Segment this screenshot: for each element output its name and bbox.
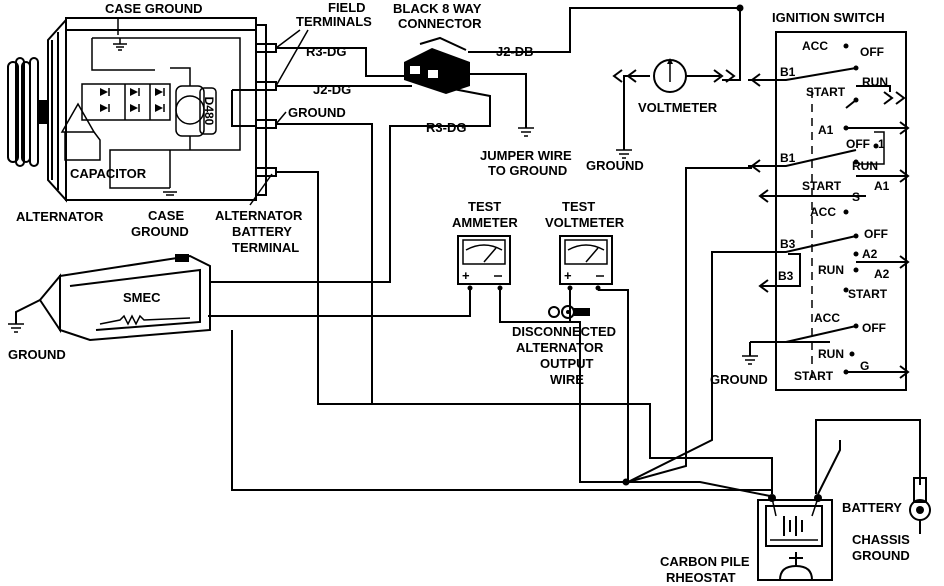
test-ammeter: + xyxy=(457,235,511,291)
sw-off-4: OFF xyxy=(862,321,886,335)
disconnected-output-wire xyxy=(548,305,590,319)
sw-a2-a: A2 xyxy=(862,247,878,261)
sw-off-1: OFF xyxy=(860,45,884,59)
ground-label-mid: GROUND xyxy=(586,158,644,173)
smec-module xyxy=(8,254,211,342)
ground-label-switch: GROUND xyxy=(710,372,768,387)
battery-label: BATTERY xyxy=(842,500,902,515)
alt-battery-terminal-label-3: TERMINAL xyxy=(232,240,299,255)
carbon-pile-label-2: RHEOSTAT xyxy=(666,570,736,585)
sw-one: 1 xyxy=(878,137,885,151)
alternator-pulley xyxy=(7,57,48,167)
sw-b3-b: B3 xyxy=(778,269,794,283)
disconnected-label-3: OUTPUT xyxy=(540,356,594,371)
ignition-switch-label: IGNITION SWITCH xyxy=(772,10,885,25)
ammeter-plus: + xyxy=(462,268,470,283)
wire-label-j2db: J2-DB xyxy=(496,44,534,59)
sw-start-2: START xyxy=(802,179,842,193)
chassis-ground-label-2: GROUND xyxy=(852,548,910,563)
sw-run-3: RUN xyxy=(818,263,844,277)
sw-b1-a: B1 xyxy=(780,65,796,79)
voltmeter-label: VOLTMETER xyxy=(638,100,718,115)
sw-start-3: START xyxy=(848,287,888,301)
carbon-pile-label-1: CARBON PILE xyxy=(660,554,750,569)
wire-label-r3dg-upper: R3-DG xyxy=(306,44,346,59)
field-terminals-label-2: TERMINALS xyxy=(296,14,372,29)
battery-and-rheostat xyxy=(757,494,833,581)
voltmeter xyxy=(612,58,736,93)
sw-g: G xyxy=(860,359,869,373)
disconnected-label-2: ALTERNATOR xyxy=(516,340,604,355)
sw-acc-2: ACC xyxy=(810,205,836,219)
capacitor-label: CAPACITOR xyxy=(70,166,147,181)
ground-label-smec: GROUND xyxy=(8,347,66,362)
sw-start-1: START xyxy=(806,85,846,99)
disconnected-label-4: WIRE xyxy=(550,372,584,387)
sw-run-2: RUN xyxy=(852,159,878,173)
case-ground-label-bottom-2: GROUND xyxy=(131,224,189,239)
ground-label-alternator: GROUND xyxy=(288,105,346,120)
sw-run-4: RUN xyxy=(818,347,844,361)
sw-off-3: OFF xyxy=(864,227,888,241)
case-ground-label-bottom-1: CASE xyxy=(148,208,184,223)
chassis-ground xyxy=(909,477,931,534)
wire-label-j2dg: J2-DG xyxy=(313,82,351,97)
test-voltmeter: + xyxy=(559,235,613,291)
alternator: D480 xyxy=(7,17,277,203)
wiring xyxy=(208,7,921,497)
sw-a2-b: A2 xyxy=(874,267,890,281)
field-terminals-label-1: FIELD xyxy=(328,0,366,15)
sw-s: S xyxy=(852,190,860,204)
wire-label-r3dg-lower: R3-DG xyxy=(426,120,466,135)
test-ammeter-label-1: TEST xyxy=(468,199,501,214)
junction-node xyxy=(622,478,630,486)
case-ground-label-top: CASE GROUND xyxy=(105,1,203,16)
test-voltmeter-label-2: VOLTMETER xyxy=(545,215,625,230)
disconnected-label-1: DISCONNECTED xyxy=(512,324,616,339)
alternator-internal-circuit: D480 xyxy=(60,37,241,196)
alt-battery-terminal-label-1: ALTERNATOR xyxy=(215,208,303,223)
connector-label-2: CONNECTOR xyxy=(398,16,482,31)
sw-off-2: OFF xyxy=(846,137,870,151)
regulator-marking: D480 xyxy=(202,97,216,126)
test-voltmeter-label-1: TEST xyxy=(562,199,595,214)
jumper-wire-label-2: TO GROUND xyxy=(488,163,567,178)
junction-node-top xyxy=(736,4,744,12)
ignition-switch xyxy=(748,31,910,391)
sw-b3-a: B3 xyxy=(780,237,796,251)
alternator-label: ALTERNATOR xyxy=(16,209,104,224)
sw-acc-1: ACC xyxy=(802,39,828,53)
alternator-housing xyxy=(47,17,267,203)
sw-run-1: RUN xyxy=(862,75,888,89)
voltmeter-plus: + xyxy=(564,268,572,283)
alt-battery-terminal-label-2: BATTERY xyxy=(232,224,292,239)
sw-start-4: START xyxy=(794,369,834,383)
sw-a1-a: A1 xyxy=(818,123,834,137)
jumper-wire-label-1: JUMPER WIRE xyxy=(480,148,572,163)
sw-acc-3: ACC xyxy=(814,311,840,325)
sw-b1-b: B1 xyxy=(780,151,796,165)
chassis-ground-label-1: CHASSIS xyxy=(852,532,910,547)
smec-label: SMEC xyxy=(123,290,161,305)
test-ammeter-label-2: AMMETER xyxy=(452,215,518,230)
black-8-way-connector xyxy=(404,36,470,94)
connector-label-1: BLACK 8 WAY xyxy=(393,1,482,16)
sw-a1-b: A1 xyxy=(874,179,890,193)
